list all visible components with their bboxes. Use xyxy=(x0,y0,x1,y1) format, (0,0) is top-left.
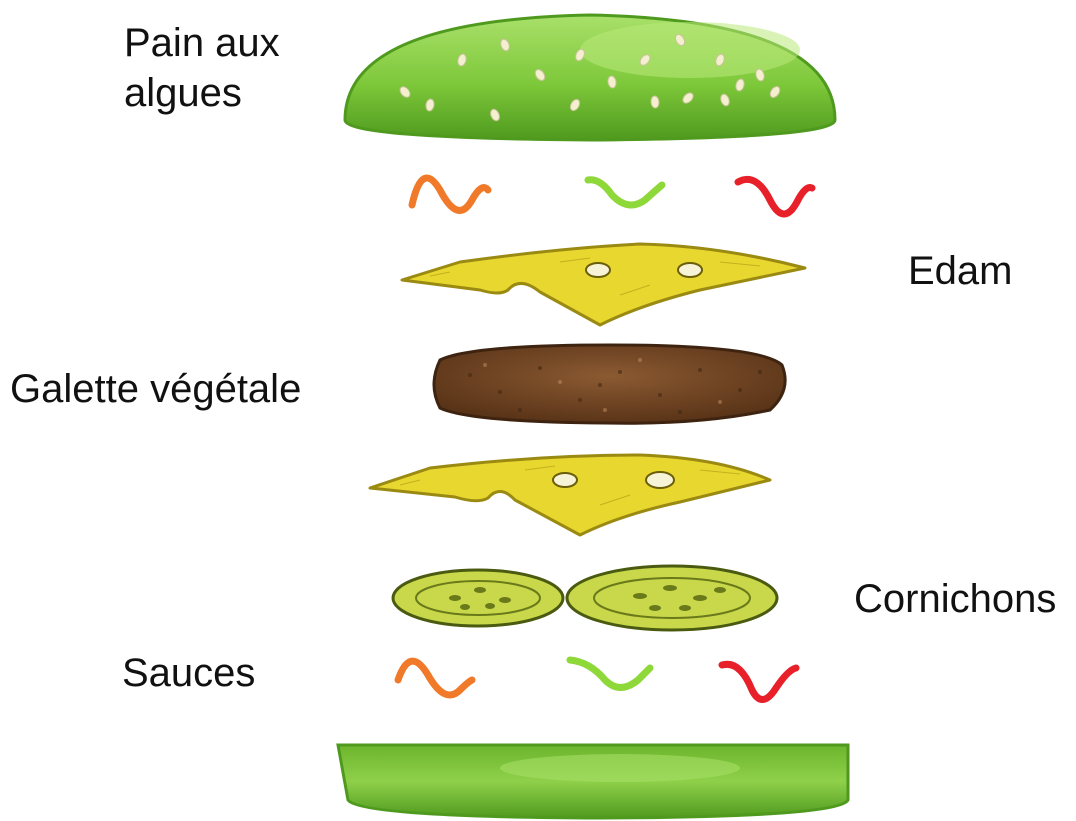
label-top-bun: Pain aux algues xyxy=(124,18,344,118)
cheese-slice-top xyxy=(402,244,805,325)
label-sauces: Sauces xyxy=(122,648,255,698)
sauce-red-squiggle xyxy=(738,179,812,214)
sauce-green-squiggle xyxy=(588,180,662,205)
sauce-green-squiggle xyxy=(570,660,650,688)
label-pickles: Cornichons xyxy=(854,574,1056,624)
pickle-slice-left xyxy=(393,570,563,626)
label-cheese: Edam xyxy=(908,246,1013,296)
sauce-orange-squiggle xyxy=(412,178,488,210)
veggie-patty xyxy=(434,345,785,423)
pickle-slices xyxy=(393,566,777,630)
cheese-slice-bottom xyxy=(370,455,770,535)
sauce-red-squiggle xyxy=(722,664,796,699)
top-bun xyxy=(345,15,835,140)
sauces-top xyxy=(412,178,812,214)
label-patty: Galette végétale xyxy=(10,364,301,414)
bottom-bun xyxy=(338,745,848,818)
sauce-orange-squiggle xyxy=(398,661,472,695)
pickle-slice-right xyxy=(567,566,777,630)
sauces-bottom xyxy=(398,660,796,700)
